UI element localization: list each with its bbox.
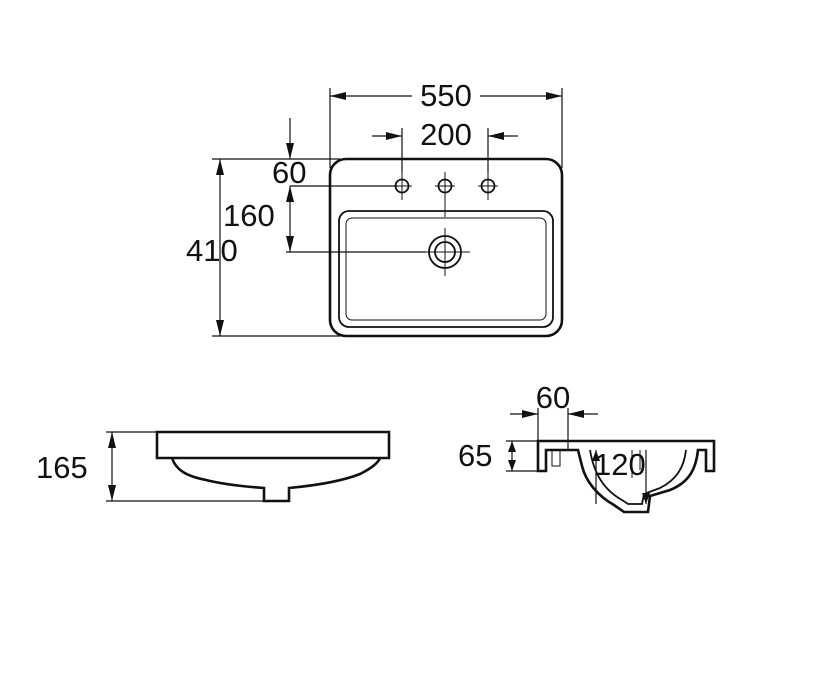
dim-label-60-top: 60 (272, 155, 306, 190)
bowl-outline-inner (345, 217, 547, 321)
dim-height-165: 165 (36, 431, 268, 502)
front-view: 165 (36, 430, 391, 503)
dim-label-65: 65 (458, 438, 492, 473)
dim-label-410: 410 (186, 233, 238, 268)
dim-side-60: 60 (510, 380, 598, 450)
front-bowl (170, 457, 382, 503)
dim-depth-410: 410 (186, 158, 340, 337)
dim-label-200: 200 (420, 117, 472, 152)
side-view: 60 65 120 (458, 380, 716, 514)
top-view: 550 200 410 60 (186, 78, 564, 338)
side-section-inner (589, 449, 687, 505)
dim-tap-spacing-200: 200 (372, 117, 518, 172)
dim-label-60-side: 60 (536, 380, 570, 415)
dim-tap-waste-160: 160 (223, 186, 426, 253)
tap-hole-right (478, 172, 498, 200)
bowl-outline-outer (338, 210, 554, 328)
dim-label-550: 550 (420, 78, 472, 113)
dim-label-165: 165 (36, 450, 88, 485)
side-section-web (631, 450, 641, 478)
side-section-lip (551, 450, 561, 467)
dim-side-65: 65 (458, 438, 540, 473)
side-section-outer (536, 439, 716, 514)
waste-outlet (420, 228, 470, 276)
dim-rim-tap-60: 60 (272, 118, 398, 190)
basin-outer-outline (328, 157, 564, 338)
tap-hole-center (435, 172, 455, 217)
front-rim (155, 430, 391, 460)
dim-label-160: 160 (223, 198, 275, 233)
dim-side-120: 120 (592, 447, 650, 504)
dim-label-120: 120 (594, 447, 646, 482)
dim-width-550: 550 (329, 78, 563, 168)
